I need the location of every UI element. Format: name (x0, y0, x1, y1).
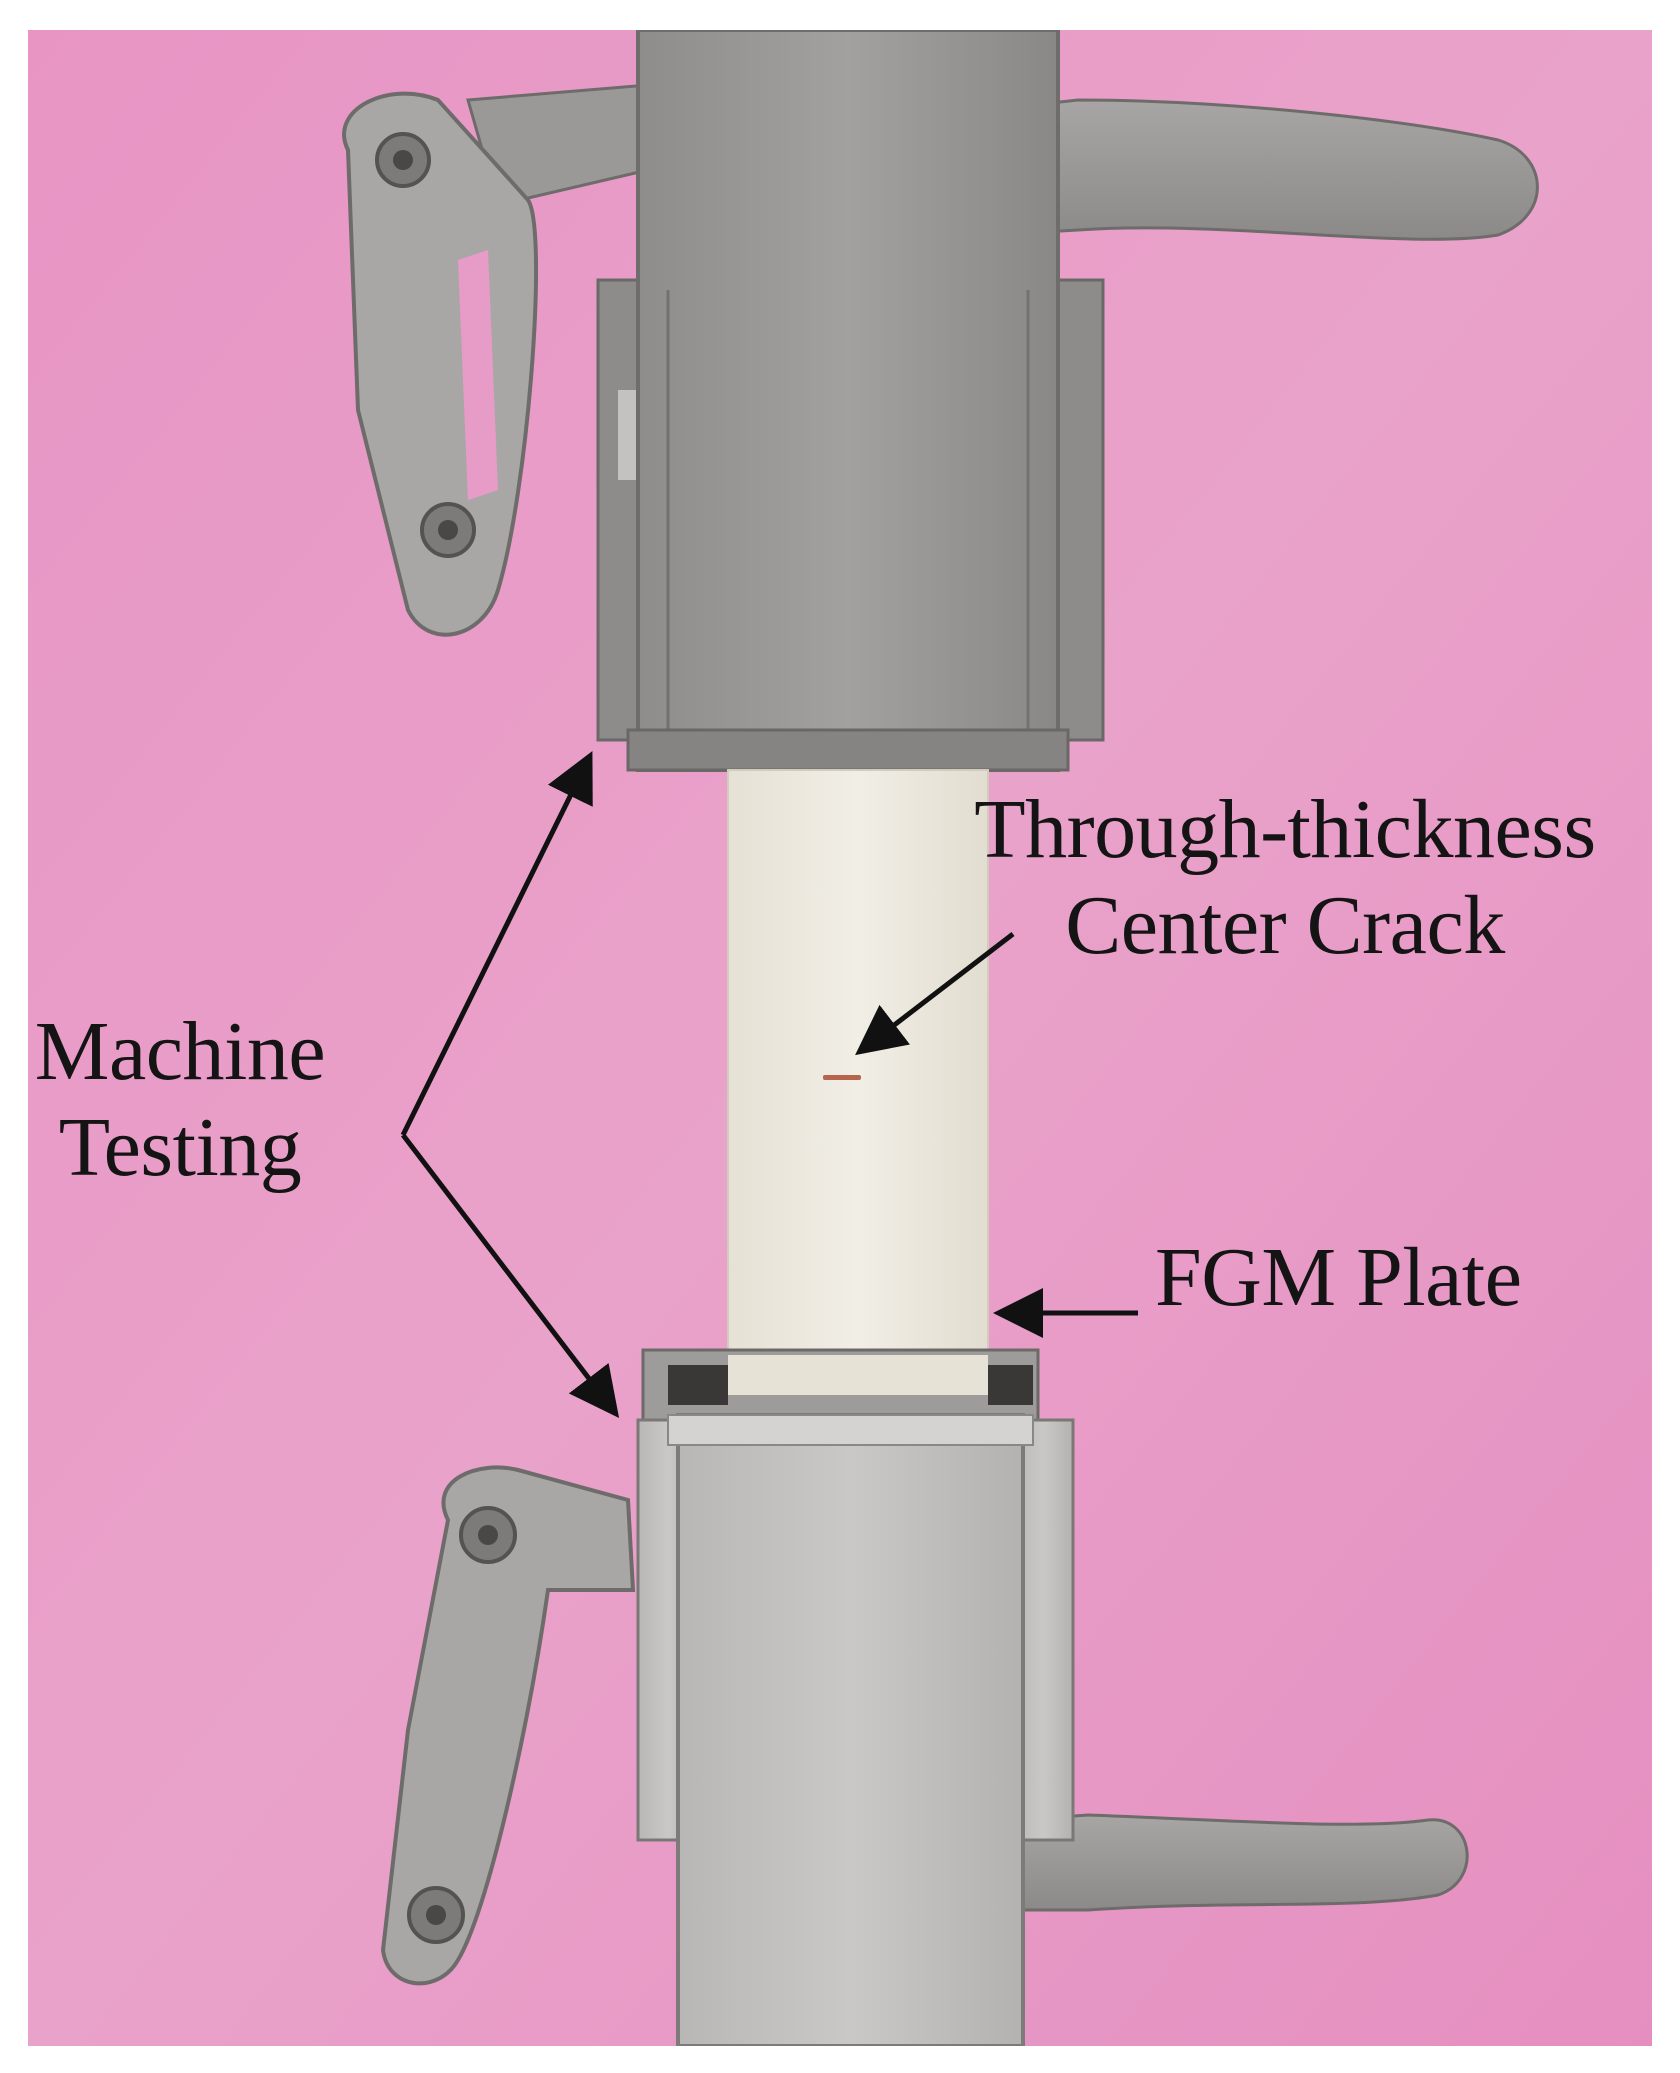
crack-label-line-1: Through-thickness (974, 783, 1596, 876)
machine-arrow-upper (400, 751, 593, 1137)
crack-arrow (855, 932, 1015, 1056)
machine-label-line-1: Machine (34, 1005, 326, 1098)
tensile-test-photo (28, 30, 1652, 2046)
machine-label-line-2: Testing (58, 1101, 302, 1194)
lower-grip (380, 1348, 1469, 2046)
fgm-plate-specimen (727, 769, 989, 1411)
fgm-plate-label: FGM Plate (1155, 1230, 1615, 1326)
crack-label: Through-thickness Center Crack (955, 782, 1615, 974)
machine-arrow-lower (401, 1133, 620, 1418)
fgm-plate-label-text: FGM Plate (1155, 1231, 1522, 1324)
annotation-arrows (400, 751, 1138, 1418)
upper-grip (342, 30, 1539, 772)
crack-label-line-2: Center Crack (1065, 879, 1505, 972)
photo-scene (28, 30, 1652, 2046)
machine-label: Machine Testing (0, 1004, 360, 1196)
center-crack-mark (823, 1075, 861, 1080)
